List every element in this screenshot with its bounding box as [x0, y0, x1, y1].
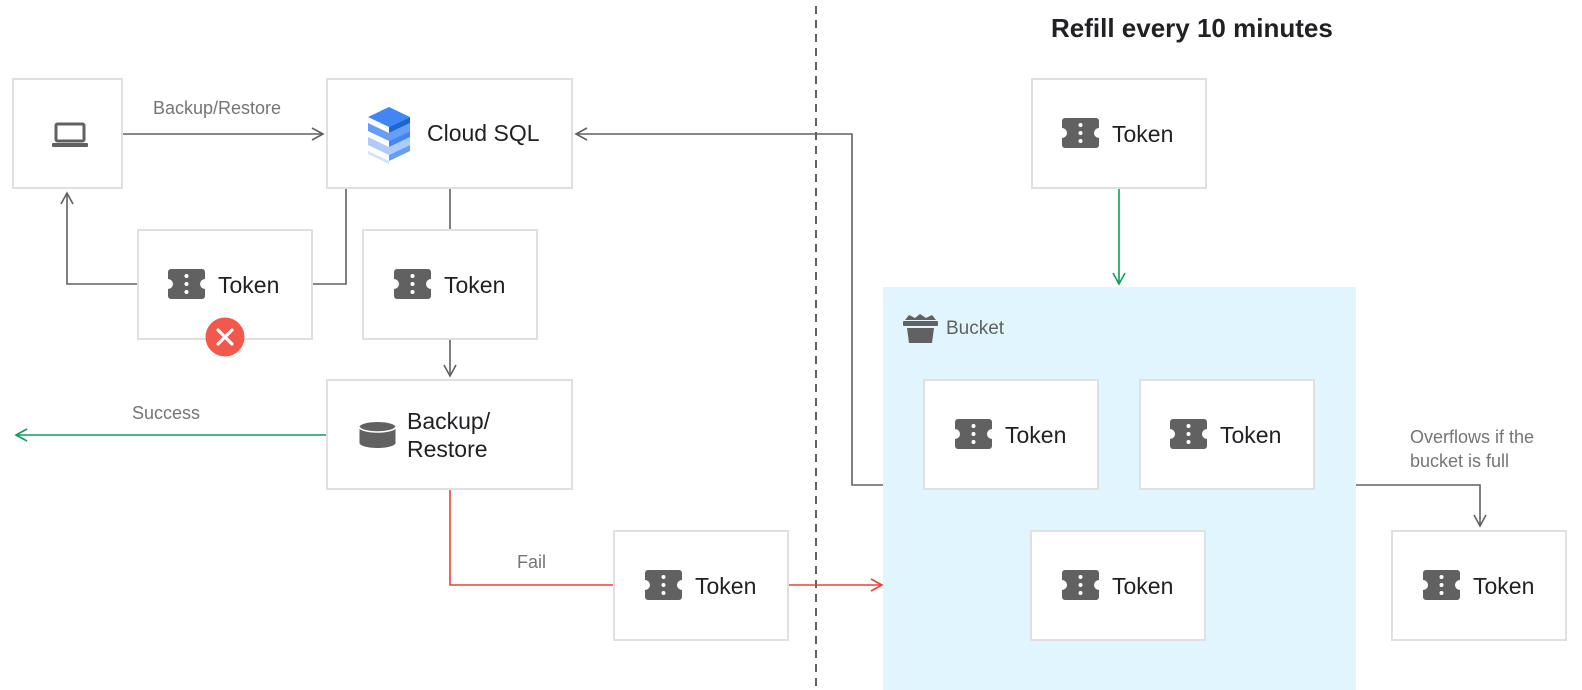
edge-label-backup-restore: Backup/Restore: [153, 98, 282, 118]
ticket-icon: [1062, 118, 1099, 148]
bucket-token-1: Token: [923, 379, 1099, 490]
edge-bucket-to-cloud-sql: [574, 127, 883, 486]
token-label: Token: [218, 272, 280, 298]
cloud-sql-node: Cloud SQL: [326, 78, 573, 189]
edge-fail: [449, 490, 614, 586]
edge-label-overflow-line1: Overflows if the: [1410, 427, 1535, 447]
overflow-token-node: Token: [1391, 530, 1567, 641]
ticket-icon: [1170, 419, 1207, 449]
token-node-center: Token: [362, 229, 538, 340]
ticket-icon: [645, 570, 682, 600]
laptop-icon: [52, 122, 88, 147]
cloud-sql-icon: [368, 107, 410, 164]
ticket-icon: [955, 419, 992, 449]
token-label: Token: [1112, 121, 1174, 147]
token-label: Token: [695, 573, 757, 599]
laptop-node: [12, 78, 123, 189]
token-label: Token: [1220, 422, 1282, 448]
token-label: Token: [1005, 422, 1067, 448]
backup-restore-label-line2: Restore: [407, 436, 488, 462]
bucket-icon: [903, 314, 938, 343]
error-icon: [205, 317, 245, 357]
ticket-icon: [1062, 570, 1099, 600]
backup-restore-label-line1: Backup/: [407, 408, 491, 434]
bucket-label: Bucket: [946, 318, 1005, 339]
edge-label-overflow-line2: bucket is full: [1410, 451, 1510, 471]
edge-label-fail: Fail: [517, 552, 547, 572]
token-label: Token: [1473, 573, 1535, 599]
token-label: Token: [1112, 573, 1174, 599]
disk-icon: [358, 422, 397, 448]
bucket-token-2: Token: [1139, 379, 1315, 490]
fail-token-node: Token: [613, 530, 789, 641]
token-label: Token: [444, 272, 506, 298]
ticket-icon: [1423, 570, 1460, 600]
ticket-icon: [394, 269, 431, 299]
edge-overflow: [1356, 484, 1487, 528]
refill-title: Refill every 10 minutes: [1051, 13, 1333, 43]
cloud-sql-label: Cloud SQL: [427, 120, 540, 146]
edge-label-success: Success: [132, 403, 201, 423]
ticket-icon: [168, 269, 205, 299]
refill-token-node: Token: [1031, 78, 1207, 189]
backup-restore-node: Backup/ Restore: [326, 379, 573, 490]
bucket-token-3: Token: [1030, 530, 1206, 641]
edge-rejected-token-to-laptop: [67, 188, 347, 285]
